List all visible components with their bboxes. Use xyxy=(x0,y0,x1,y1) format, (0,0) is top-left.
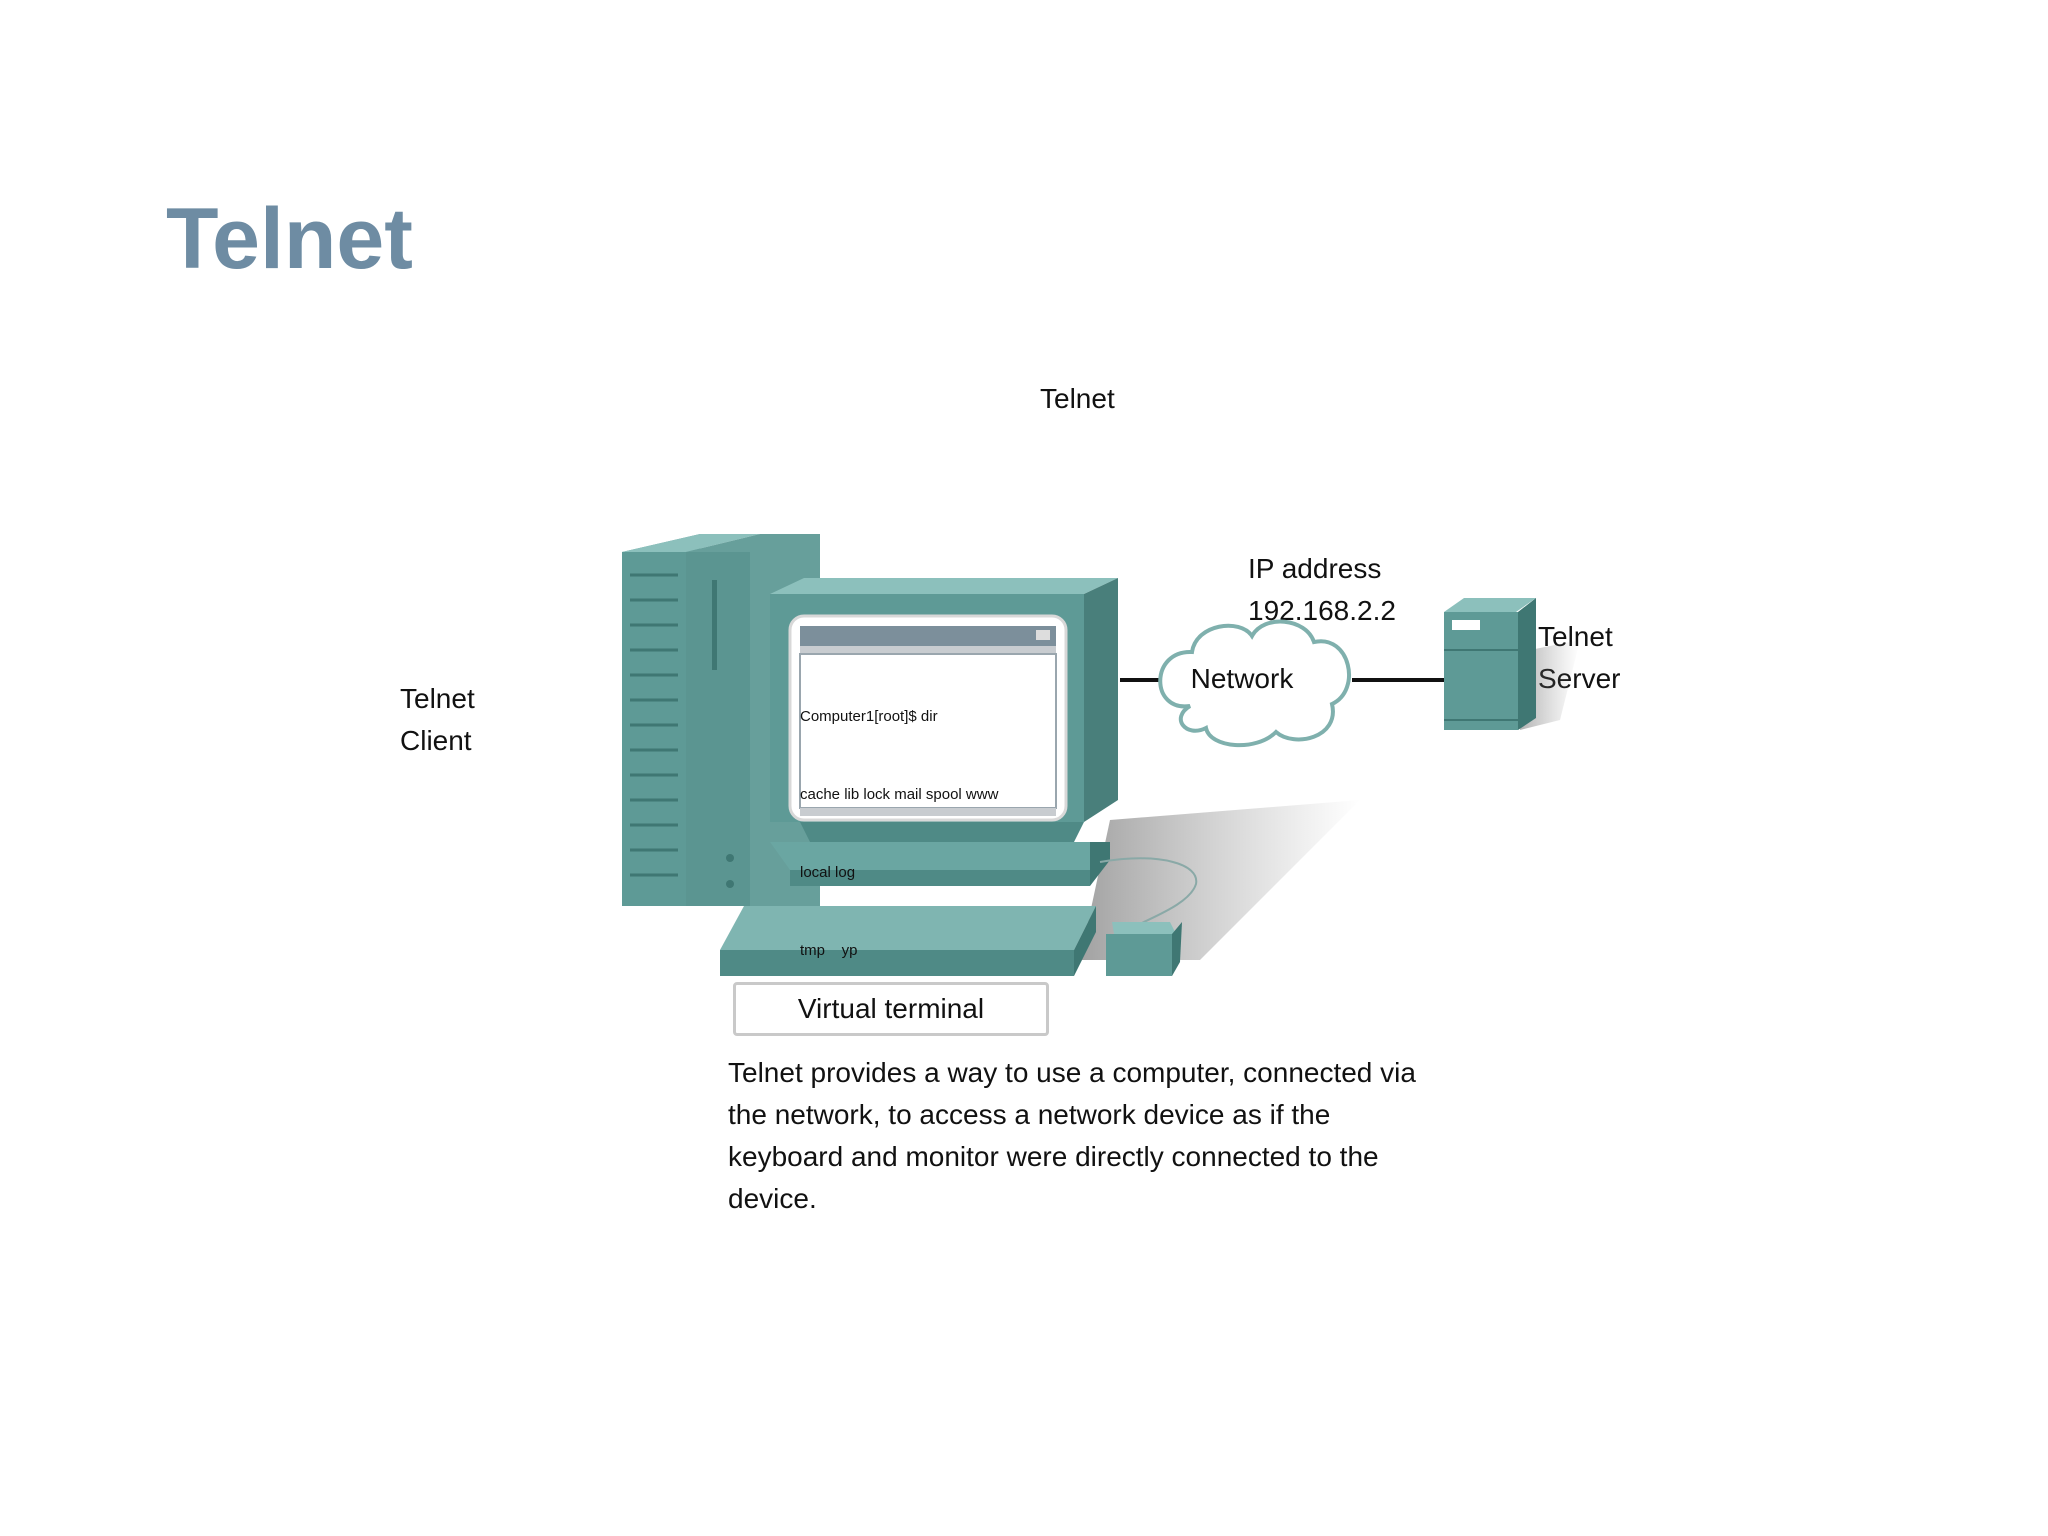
diagram-caption: Telnet provides a way to use a computer,… xyxy=(728,1057,1416,1214)
virtual-terminal-label: Virtual terminal xyxy=(733,982,1049,1036)
keyboard-icon xyxy=(720,906,1096,976)
terminal-line: Computer1[root]$ dir xyxy=(800,708,938,725)
mouse-cable xyxy=(1099,857,1198,927)
monitor-icon xyxy=(770,578,1118,822)
telnet-client-label-line1: Telnet xyxy=(400,683,475,714)
tower-vents xyxy=(630,573,678,877)
telnet-client-label: Telnet Client xyxy=(400,678,475,762)
server-icon xyxy=(1444,598,1536,730)
diagram-title: Telnet xyxy=(1040,383,1115,414)
terminal-line: local log xyxy=(800,864,856,881)
network-cloud-icon xyxy=(1158,619,1351,747)
ip-address-label: IP address 192.168.2.2 xyxy=(1248,548,1396,632)
network-label: Network xyxy=(1190,663,1294,694)
ip-address-label-line1: IP address xyxy=(1248,553,1382,584)
telnet-client-label-line2: Client xyxy=(400,725,472,756)
slide-title: Telnet xyxy=(166,191,413,287)
terminal-line: cache lib lock mail spool www xyxy=(800,786,999,803)
mouse-icon xyxy=(1106,922,1182,976)
terminal-line: tmp yp xyxy=(800,942,858,959)
terminal-output: Computer1[root]$ dir cache lib lock mail… xyxy=(800,652,998,990)
monitor-stand-icon xyxy=(770,822,1110,886)
